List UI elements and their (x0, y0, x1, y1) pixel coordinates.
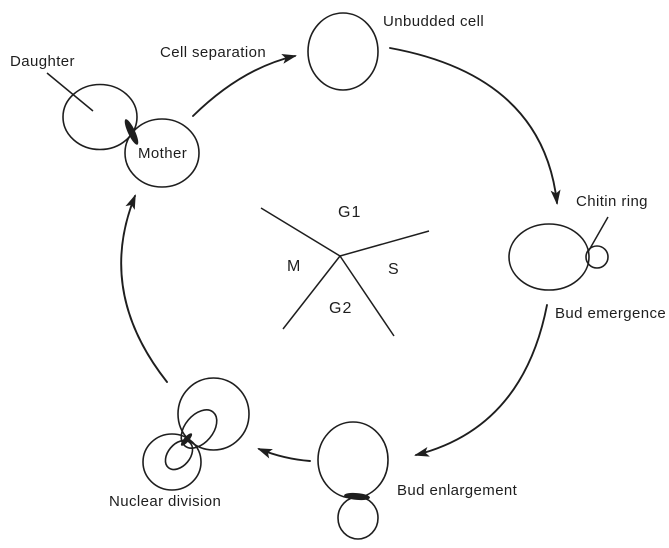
arrow-to-bud-emergence (389, 47, 561, 205)
phase-spoke-g2-m (282, 255, 341, 330)
label-phase-g1: G1 (338, 204, 361, 221)
daughter-pointer-line (46, 72, 94, 112)
enlarging-cell-shape (317, 421, 389, 499)
unbudded-cell-shape (307, 12, 379, 91)
phase-spoke-s-g2 (339, 255, 395, 337)
label-nuclear-division: Nuclear division (109, 493, 221, 510)
label-unbudded-cell: Unbudded cell (383, 13, 484, 30)
budding-cell-shape (508, 223, 590, 291)
nucleus-bud-shape (164, 439, 194, 471)
label-bud-enlargement: Bud enlargement (397, 482, 518, 499)
division-neck-shape (180, 433, 193, 446)
daughter-cell-shape (62, 83, 138, 151)
label-phase-g2: G2 (329, 300, 352, 317)
bud-neck-shape (344, 492, 370, 501)
label-bud-emergence: Bud emergence (555, 305, 666, 322)
chitin-ring-pointer-line (587, 216, 609, 253)
nucleus-mother-shape (180, 409, 218, 449)
label-phase-m: M (287, 258, 301, 275)
label-phase-s: S (388, 261, 400, 278)
arrow-to-nuclear-division (257, 448, 311, 462)
label-mother: Mother (138, 145, 187, 162)
enlarged-bud-shape (337, 496, 379, 540)
bud-scar-shape (124, 119, 139, 145)
arrow-cell-separation (192, 53, 297, 117)
label-chitin-ring: Chitin ring (576, 193, 648, 210)
dividing-mother-shape (177, 377, 250, 451)
dividing-bud-shape (142, 433, 202, 491)
phase-spoke-m-g1 (260, 207, 341, 257)
emerging-bud-shape (585, 245, 609, 269)
mother-cell-shape (124, 118, 200, 188)
arrow-to-cell-separation (120, 194, 168, 383)
phase-spoke-g1-s (339, 230, 430, 257)
label-cell-separation: Cell separation (160, 44, 266, 61)
label-daughter: Daughter (10, 53, 75, 70)
arrow-to-bud-enlargement (414, 304, 548, 457)
